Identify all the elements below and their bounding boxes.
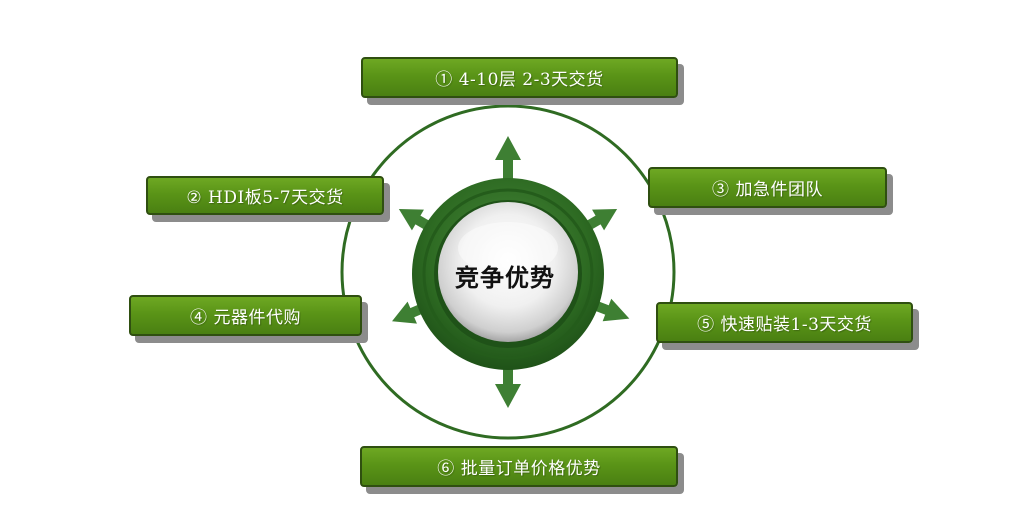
item-box-1: ① 4-10层 2-3天交货 — [361, 57, 678, 98]
item-box-3: ③ 加急件团队 — [648, 167, 887, 208]
item-box-2: ② HDI板5-7天交货 — [146, 176, 384, 215]
outer-ring — [340, 104, 676, 440]
center-label: 竞争优势 — [455, 263, 555, 292]
item-box-4: ④ 元器件代购 — [129, 295, 362, 336]
center-hub — [412, 178, 604, 370]
item-box-5: ⑤ 快速贴装1-3天交货 — [656, 302, 913, 343]
item-box-6: ⑥ 批量订单价格优势 — [360, 446, 678, 487]
